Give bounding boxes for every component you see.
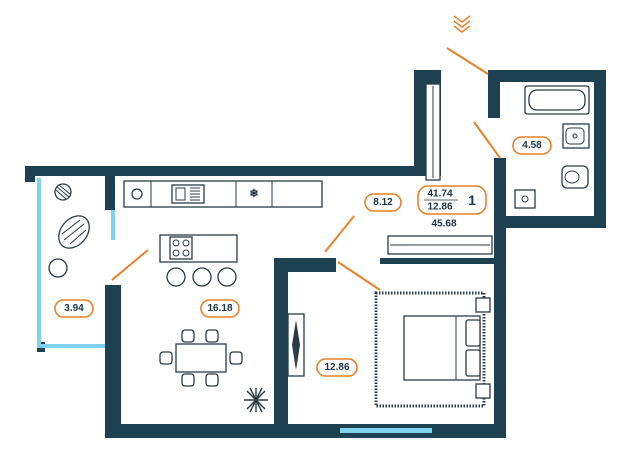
- wall-bath-bottom: [498, 216, 606, 228]
- wall-partition-top: [274, 258, 336, 272]
- kitchen-stove-burner: [131, 188, 143, 200]
- bar-stool: [217, 267, 237, 287]
- window-bedroom: [340, 428, 432, 433]
- wall-kitchen-top: [25, 166, 441, 176]
- wall-bath-top: [488, 70, 606, 82]
- kitchen-counter: ❄: [123, 180, 323, 208]
- balcony-area: 3.94: [64, 303, 84, 314]
- walls: [25, 70, 606, 438]
- balcony-furniture: [48, 183, 90, 278]
- nightstand: [475, 383, 491, 399]
- bedroom-furniture: [287, 291, 491, 408]
- label-bedroom: 12.86: [316, 358, 358, 377]
- wall-living-left: [105, 285, 121, 438]
- bathroom-door-line: [473, 121, 501, 159]
- kitchen-living-area: 16.18: [207, 303, 232, 314]
- summary-room-count: 1: [468, 192, 476, 208]
- label-kitchen-living: 16.18: [200, 299, 240, 318]
- dining-chair: [205, 373, 219, 387]
- dining-chair: [181, 373, 195, 387]
- wall-bath-left-upper: [488, 70, 500, 118]
- dining-chair: [159, 351, 173, 365]
- dining-chair: [229, 351, 243, 365]
- bathroom-fixtures: [514, 85, 590, 209]
- area-summary: 41.74 12.86 1 45.68: [417, 185, 487, 230]
- wall-bottom: [105, 424, 506, 438]
- hallway-leader-line: [324, 215, 355, 253]
- hallway-furniture: [387, 83, 493, 255]
- kitchen-sink: [171, 184, 205, 204]
- bedroom-door-line: [337, 261, 381, 291]
- label-bathroom: 4.58: [512, 136, 552, 155]
- wall-bedroom-right: [494, 216, 506, 438]
- wall-bedroom-top: [380, 258, 506, 264]
- plant-icon: [244, 387, 268, 413]
- wall-kitchen-stub: [105, 176, 115, 210]
- wall-bath-left-lower: [494, 158, 506, 228]
- bed-pillow: [465, 319, 481, 347]
- label-balcony: 3.94: [54, 299, 94, 318]
- dining-set: [159, 329, 243, 387]
- summary-bedroom-area: 12.86: [427, 202, 452, 213]
- island-cooktop: [169, 236, 193, 260]
- kitchen-island: [159, 234, 238, 287]
- wall-bottom-right: [432, 424, 506, 438]
- bathroom-area: 4.58: [522, 140, 542, 151]
- bar-stool: [166, 267, 186, 287]
- window-kitchen: [111, 210, 115, 240]
- toilet: [561, 165, 589, 189]
- kitchen-counter-body: [123, 180, 323, 208]
- windows: [37, 178, 506, 438]
- balcony-table: [48, 258, 68, 278]
- bar-stool: [192, 267, 212, 287]
- wall-bath-right: [594, 70, 606, 228]
- window-balcony-bottom: [37, 344, 105, 348]
- nightstand: [475, 297, 491, 313]
- bed-pillow: [465, 349, 481, 377]
- leader-lines: [111, 47, 501, 291]
- snowflake-icon: ❄: [249, 188, 258, 200]
- dining-chair: [181, 329, 195, 343]
- window-balcony-left: [37, 178, 41, 348]
- summary-total-area: 45.68: [431, 219, 456, 230]
- wall-partition: [274, 258, 288, 438]
- wall-balcony-corner: [25, 166, 35, 182]
- label-hallway: 8.12: [364, 193, 402, 212]
- hallway-area: 8.12: [373, 197, 393, 208]
- entrance-chevrons-icon: [453, 15, 471, 33]
- dining-chair: [205, 329, 219, 343]
- dining-table: [175, 343, 227, 373]
- wall-entrance-stub: [414, 70, 441, 80]
- washing-machine: [514, 189, 536, 209]
- entrance-door-line: [446, 47, 489, 75]
- balcony-door-line: [111, 249, 149, 281]
- summary-living-area: 41.74: [427, 189, 452, 200]
- bedroom-area: 12.86: [324, 362, 349, 373]
